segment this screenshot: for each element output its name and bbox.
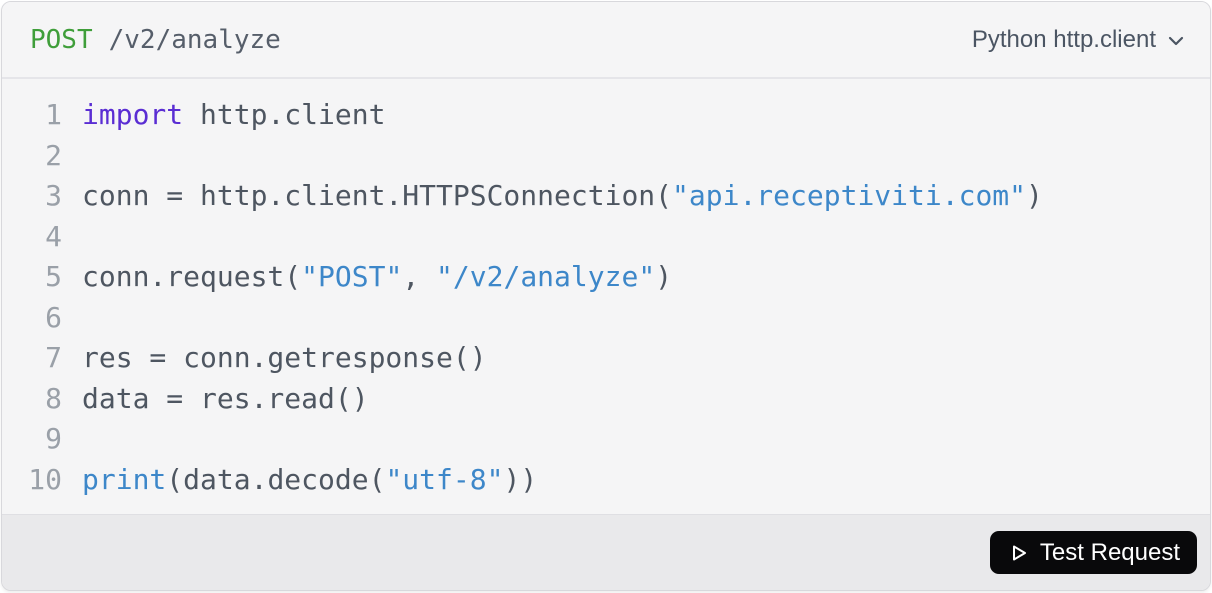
request-header: POST /v2/analyze Python http.client — [2, 2, 1210, 79]
code-line-content: res = conn.getresponse() — [82, 341, 487, 374]
code-line: 6 — [2, 298, 1210, 339]
code-line: 5 conn.request("POST", "/v2/analyze") — [2, 257, 1210, 298]
http-method: POST — [30, 24, 93, 55]
line-number: 9 — [45, 422, 62, 455]
test-request-button[interactable]: Test Request — [989, 531, 1197, 574]
line-number: 5 — [45, 260, 62, 293]
endpoint: POST /v2/analyze — [30, 25, 281, 55]
line-number: 2 — [45, 138, 62, 172]
line-number: 3 — [45, 179, 62, 212]
code-line: 3 conn = http.client.HTTPSConnection("api… — [2, 176, 1210, 217]
line-number: 10 — [28, 462, 62, 496]
code-line: 1 import http.client — [2, 95, 1210, 136]
code-line: 2 — [2, 136, 1210, 177]
code-line: 10 print(data.decode("utf-8")) — [2, 460, 1210, 501]
line-number: 6 — [45, 300, 62, 334]
chevron-down-icon — [1166, 28, 1186, 51]
language-selector-label: Python http.client — [971, 25, 1156, 53]
request-path: /v2/analyze — [108, 24, 281, 55]
line-number: 7 — [45, 341, 62, 374]
code-line-content: data = res.read() — [82, 381, 369, 415]
code-line: 7 res = conn.getresponse() — [2, 338, 1210, 379]
line-number: 1 — [45, 98, 62, 131]
line-number: 4 — [45, 219, 62, 253]
line-number: 8 — [45, 381, 62, 415]
card-footer: Test Request — [2, 514, 1210, 590]
code-line-content: conn = http.client.HTTPSConnection("api.… — [82, 179, 1043, 212]
code-line: 8 data = res.read() — [2, 379, 1210, 420]
code-line-content: import http.client — [82, 98, 386, 131]
code-line: 4 — [2, 217, 1210, 258]
code-line-content: print(data.decode("utf-8")) — [82, 462, 538, 496]
language-selector[interactable]: Python http.client — [972, 26, 1186, 54]
play-icon — [1007, 542, 1029, 564]
code-line-content: conn.request("POST", "/v2/analyze") — [82, 260, 673, 293]
test-request-label: Test Request — [1039, 538, 1180, 566]
code-line: 9 — [2, 419, 1210, 460]
code-block: 1 import http.client 2 3 conn = http.client.… — [2, 79, 1210, 514]
